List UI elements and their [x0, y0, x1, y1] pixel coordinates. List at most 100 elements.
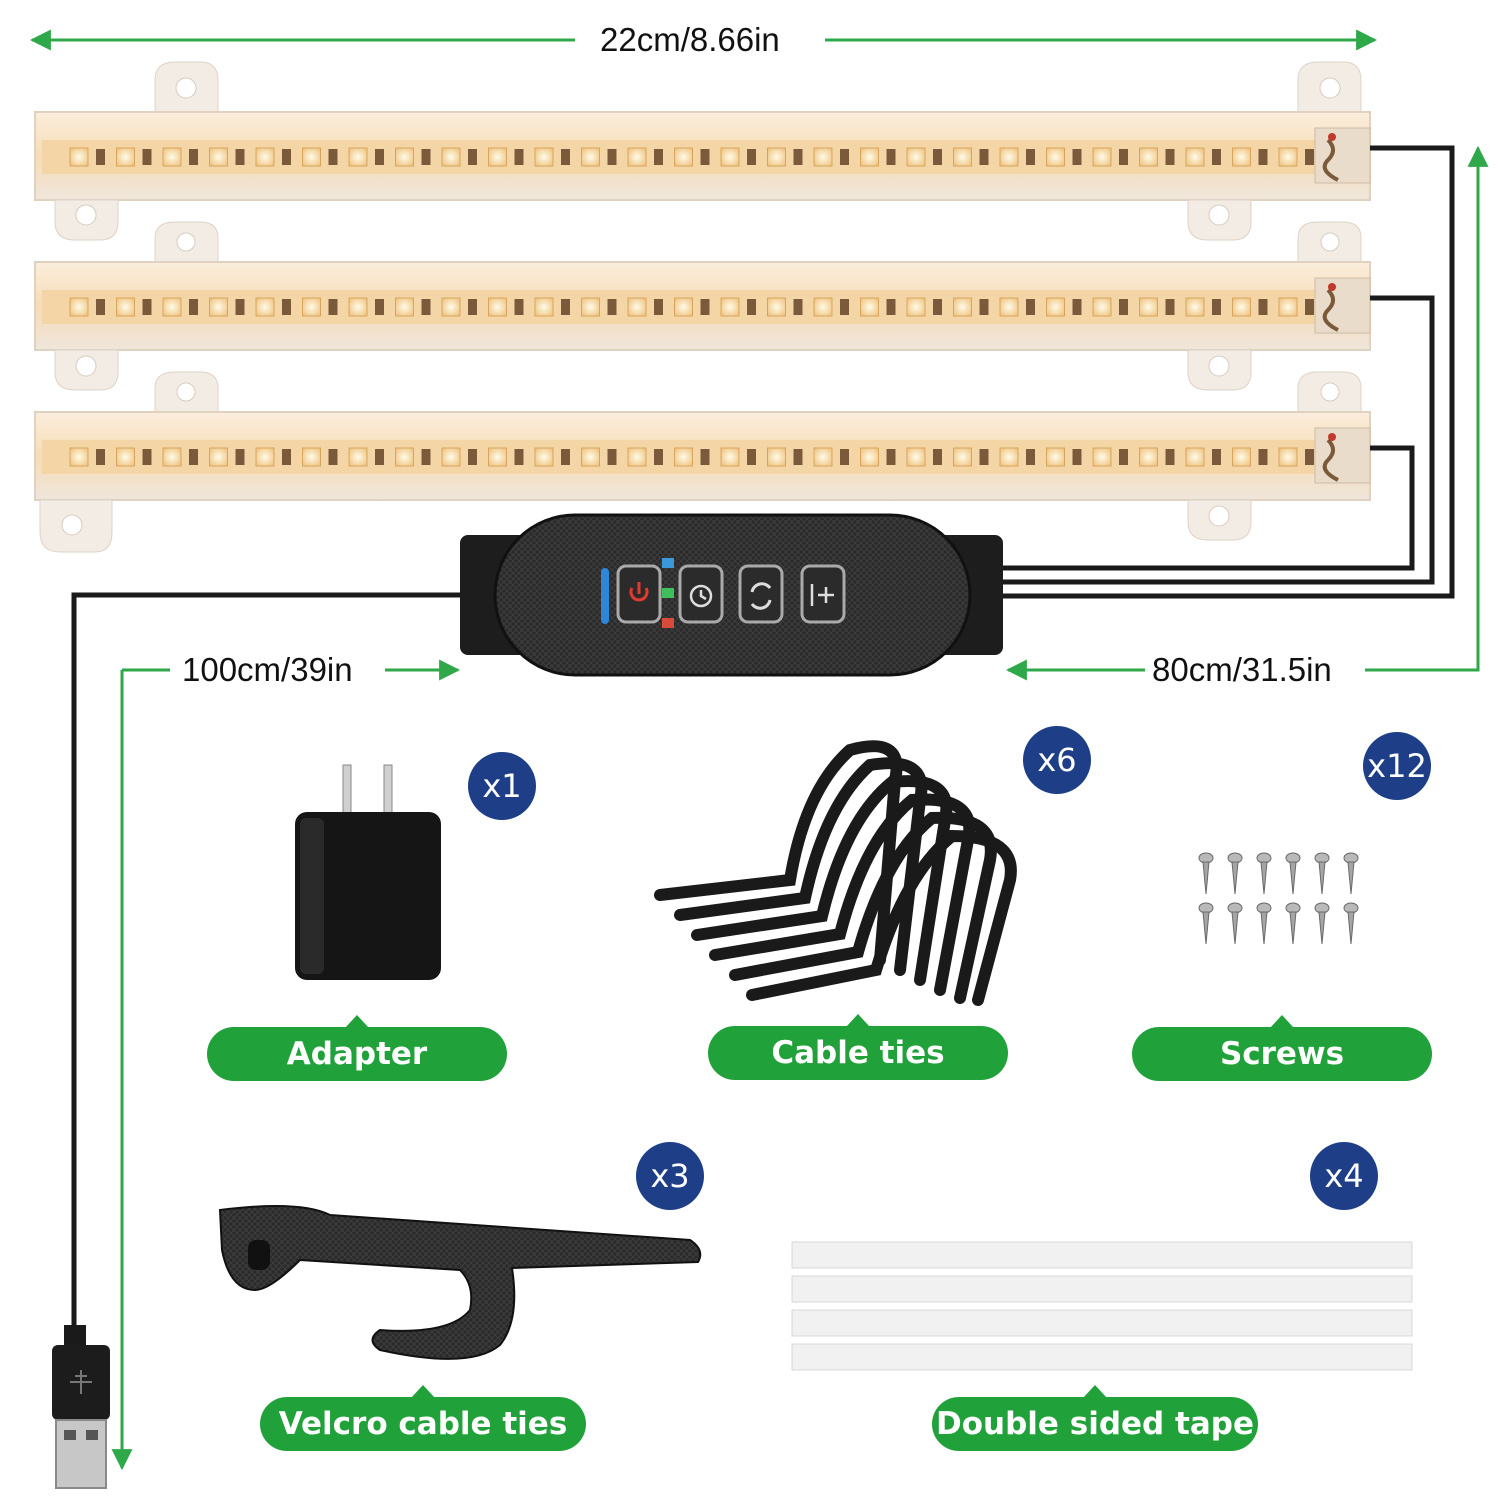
led-resistor: [282, 299, 291, 315]
led-resistor: [1072, 449, 1082, 465]
led-chip: [162, 447, 182, 467]
led-chip: [1139, 297, 1158, 317]
led-resistor: [607, 449, 617, 465]
led-chip: [813, 147, 833, 167]
led-chip: [581, 297, 600, 317]
led-chip: [720, 447, 740, 467]
led-resistor: [700, 299, 710, 315]
led-resistor: [793, 449, 803, 465]
led-chip: [1232, 147, 1251, 167]
led-chip: [860, 447, 879, 467]
led-resistor: [235, 449, 245, 465]
led-resistor: [514, 449, 524, 465]
led-chip: [348, 297, 368, 317]
led-chip: [255, 447, 275, 467]
led-resistor: [793, 299, 803, 315]
led-chip: [441, 147, 461, 167]
led-chip: [1185, 447, 1205, 467]
timer-button[interactable]: [678, 564, 724, 624]
screws-label: Screws: [1132, 1015, 1432, 1081]
led-chip: [674, 297, 693, 317]
adapter-count-badge: x1: [468, 752, 536, 820]
led-resistor: [282, 149, 291, 165]
led-chip: [1046, 297, 1065, 317]
screw: [1314, 902, 1330, 945]
led-chip: [813, 297, 833, 317]
led-resistor: [468, 299, 477, 315]
led-resistor: [375, 449, 384, 465]
led-resistor: [282, 449, 291, 465]
led-chip: [860, 297, 879, 317]
screw: [1285, 902, 1301, 945]
led-chip: [1139, 147, 1158, 167]
led-chip: [674, 147, 693, 167]
led-chip-group: [69, 147, 1314, 467]
led-resistor: [979, 299, 989, 315]
brightness-button[interactable]: [800, 564, 846, 624]
led-chip: [860, 147, 879, 167]
led-chip: [162, 297, 182, 317]
led-resistor: [142, 449, 152, 465]
led-chip: [906, 147, 926, 167]
led-chip: [395, 297, 414, 317]
led-resistor: [561, 149, 570, 165]
velcro-cable-ties-label: Velcro cable ties: [260, 1385, 586, 1451]
led-resistor: [747, 449, 756, 465]
led-resistor: [933, 149, 942, 165]
led-chip: [720, 297, 740, 317]
led-resistor: [328, 149, 338, 165]
screw: [1227, 852, 1243, 895]
power-icon: [629, 582, 649, 602]
brightness-plus-icon: [810, 584, 834, 606]
led-resistor: [514, 299, 524, 315]
led-resistor: [979, 449, 989, 465]
screw: [1256, 902, 1272, 945]
led-chip: [255, 297, 275, 317]
led-chip: [953, 297, 972, 317]
led-chip: [1046, 147, 1065, 167]
power-button[interactable]: [616, 564, 662, 624]
tape-count-badge: x4: [1310, 1142, 1378, 1210]
led-chip: [813, 447, 833, 467]
led-resistor: [235, 149, 245, 165]
led-chip: [69, 447, 89, 467]
led-chip: [209, 447, 228, 467]
led-resistor: [421, 449, 431, 465]
usb-cable-dimension-line: [111, 659, 461, 1471]
led-resistor: [189, 449, 198, 465]
led-resistor: [1119, 149, 1128, 165]
led-resistor: [1212, 149, 1221, 165]
led-chip: [999, 147, 1019, 167]
led-resistor: [1305, 149, 1314, 165]
screw: [1343, 902, 1359, 945]
led-chip: [1092, 147, 1112, 167]
cable-ties-count-badge: x6: [1023, 726, 1091, 794]
screw: [1256, 852, 1272, 895]
usb-cable: [52, 592, 462, 1489]
strip-cables: [1000, 145, 1455, 599]
led-resistor: [886, 449, 896, 465]
timer-icon: [689, 584, 713, 608]
double-sided-tape-label: Double sided tape: [932, 1385, 1258, 1451]
led-resistor: [1212, 449, 1221, 465]
led-chip: [534, 147, 554, 167]
led-chip: [1092, 297, 1112, 317]
led-resistor: [96, 299, 105, 315]
led-chip: [488, 147, 507, 167]
led-chip: [534, 297, 554, 317]
screw: [1343, 852, 1359, 895]
screw: [1198, 852, 1214, 895]
led-resistor: [1258, 149, 1268, 165]
led-chip: [1232, 297, 1251, 317]
led-resistor: [747, 299, 756, 315]
led-resistor: [700, 149, 710, 165]
led-chip: [162, 147, 182, 167]
led-resistor: [1072, 299, 1082, 315]
controller: [460, 513, 1003, 677]
led-resistor: [189, 299, 198, 315]
led-resistor: [1165, 149, 1175, 165]
led-chip: [1139, 447, 1158, 467]
cycle-button[interactable]: [738, 564, 784, 624]
